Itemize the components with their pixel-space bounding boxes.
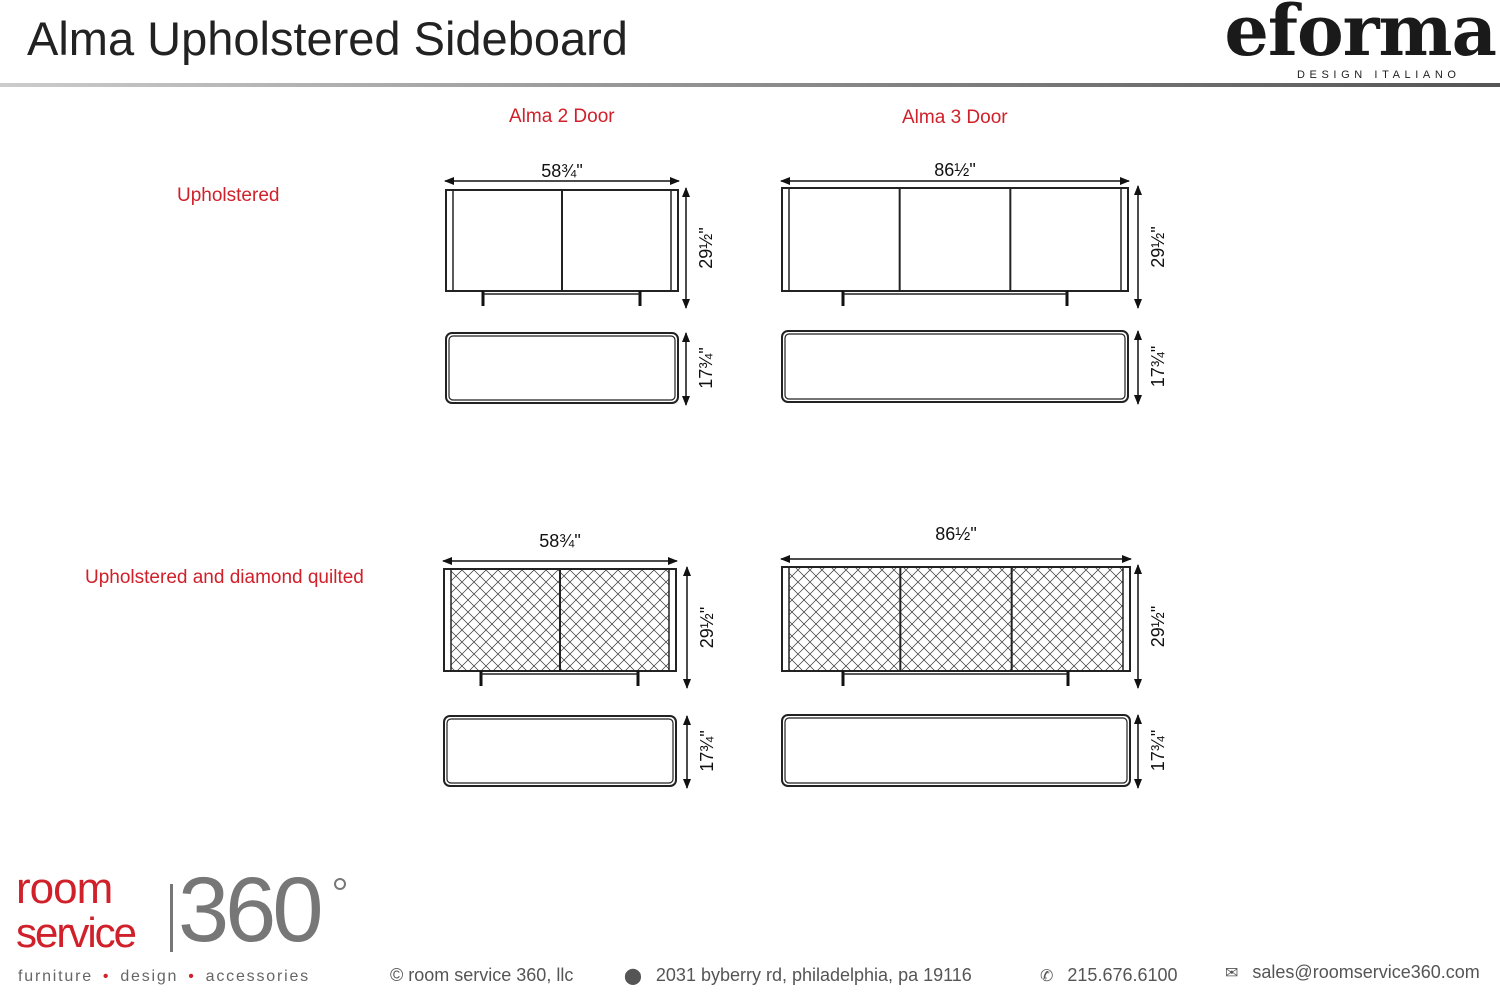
map-pin-icon: ⬤ bbox=[624, 968, 642, 985]
roomservice-logo-360: 360 bbox=[178, 859, 323, 961]
sideboard-top-view bbox=[443, 715, 677, 787]
degree-icon bbox=[334, 878, 346, 890]
top-view-inner bbox=[446, 718, 674, 784]
row-label-upholstered: Upholstered bbox=[177, 185, 280, 206]
column-heading-2-door: Alma 2 Door bbox=[509, 106, 615, 127]
depth-label: 17¾" bbox=[1148, 346, 1168, 387]
top-view-inner bbox=[784, 333, 1126, 400]
eforma-tagline: DESIGN ITALIANO bbox=[1297, 69, 1461, 81]
sideboard-front bbox=[781, 566, 1131, 672]
page-title: Alma Upholstered Sideboard bbox=[27, 12, 628, 65]
sideboard-top-view bbox=[781, 330, 1129, 403]
sideboard-front bbox=[781, 187, 1129, 292]
height-label: 29½" bbox=[697, 607, 717, 648]
email[interactable]: ✉sales@roomservice360.com bbox=[1225, 962, 1480, 982]
eforma-logo: eforma bbox=[1224, 0, 1497, 72]
width-label: 86½" bbox=[934, 160, 975, 180]
top-view-inner bbox=[784, 717, 1128, 784]
header-divider bbox=[0, 83, 1500, 87]
height-label: 29½" bbox=[1148, 226, 1168, 267]
height-label: 29½" bbox=[1148, 606, 1168, 647]
quilted-panel bbox=[789, 567, 1123, 671]
width-label: 58¾" bbox=[539, 531, 580, 551]
width-label: 86½" bbox=[935, 524, 976, 544]
logo-divider bbox=[170, 884, 173, 952]
depth-label: 17¾" bbox=[1148, 730, 1168, 771]
phone[interactable]: ✆215.676.6100 bbox=[1040, 965, 1178, 985]
top-view-inner bbox=[448, 335, 676, 401]
roomservice-logo-room: room bbox=[16, 864, 113, 913]
width-label: 58¾" bbox=[541, 161, 582, 181]
depth-label: 17¾" bbox=[696, 347, 716, 388]
footer-tagline: furniture•design•accessories bbox=[18, 968, 310, 985]
sideboard-top-view bbox=[445, 332, 679, 404]
sideboard-top-view bbox=[781, 714, 1131, 787]
column-heading-3-door: Alma 3 Door bbox=[902, 107, 1008, 128]
envelope-icon: ✉ bbox=[1225, 965, 1239, 982]
address: ⬤2031 byberry rd, philadelphia, pa 19116 bbox=[624, 965, 972, 985]
depth-label: 17¾" bbox=[697, 730, 717, 771]
row-label-quilted: Upholstered and diamond quilted bbox=[85, 567, 364, 588]
height-label: 29½" bbox=[696, 227, 716, 268]
roomservice-logo-service: service bbox=[16, 909, 137, 956]
copyright: © room service 360, llc bbox=[390, 965, 574, 985]
phone-icon: ✆ bbox=[1040, 968, 1054, 985]
